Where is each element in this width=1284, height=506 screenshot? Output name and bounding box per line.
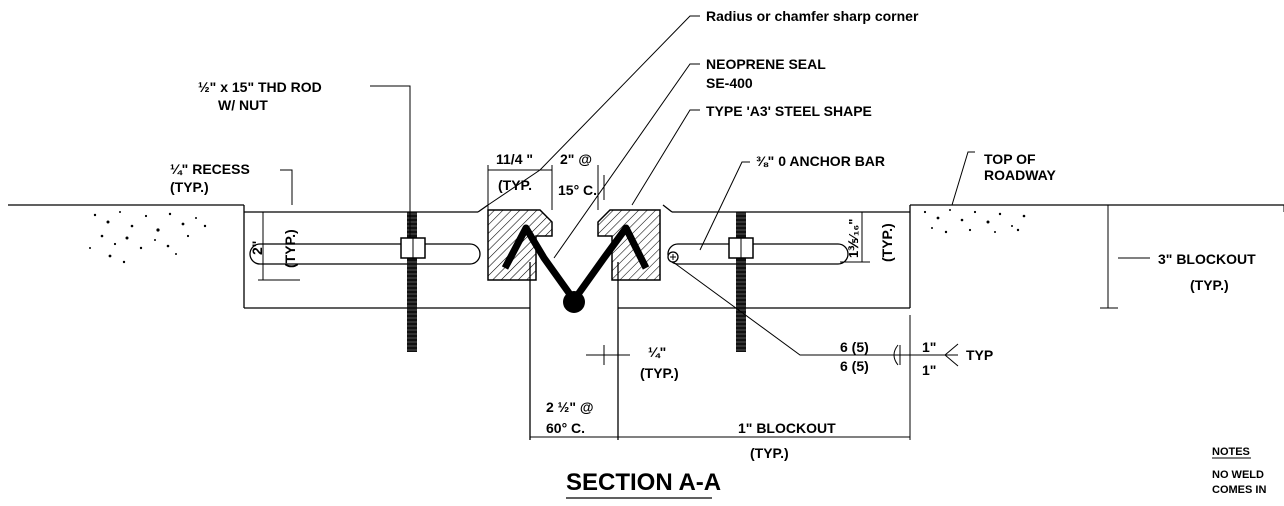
threaded-rod-right	[736, 212, 746, 352]
callout-recess: ¼" RECESS	[170, 161, 250, 177]
weld-tail-typ: TYP	[966, 347, 993, 363]
neoprene-seal-bulb	[563, 291, 585, 313]
dim-15c: 15° C.	[558, 182, 597, 198]
leader-lines	[280, 15, 1150, 356]
callout-recess-typ: (TYP.)	[170, 179, 209, 195]
weld-symbol-circle	[667, 251, 679, 263]
callout-steel-shape: TYPE 'A3' STEEL SHAPE	[706, 103, 872, 119]
callout-anchor-bar: ⅜" 0 ANCHOR BAR	[756, 153, 885, 169]
dimension-lines	[258, 165, 1284, 440]
dim-1-1-4: 11/4 "	[496, 151, 533, 167]
dim-2in: 2"	[249, 241, 265, 255]
callout-neoprene-seal: NEOPRENE SEAL	[706, 56, 826, 72]
callout-rod-nut: W/ NUT	[218, 97, 268, 113]
dim-1in-blockout: 1" BLOCKOUT	[738, 420, 836, 436]
nut-right	[728, 237, 754, 259]
notes-line-2: COMES IN	[1212, 484, 1266, 496]
callout-top-of-roadway: TOP OF	[984, 151, 1036, 167]
dim-2-1-2: 2 ½" @	[546, 399, 594, 415]
dim-60c: 60° C.	[546, 420, 585, 436]
section-title: SECTION A-A	[566, 469, 721, 496]
aggregate-left	[89, 211, 207, 264]
dim-2in-typ: (TYP.)	[282, 229, 298, 268]
dim-1-3-16-typ: (TYP.)	[879, 223, 895, 262]
dim-2in-at: 2" @	[560, 151, 592, 167]
notes-line-1: NO WELD	[1212, 469, 1264, 481]
aggregate-right	[923, 209, 1026, 234]
callout-3in-blockout: 3" BLOCKOUT	[1158, 251, 1256, 267]
notes-heading: NOTES	[1212, 446, 1250, 458]
threaded-rod-left	[407, 212, 417, 352]
weld-length-top: 1"	[922, 339, 936, 355]
weld-top-size: 6 (5)	[840, 339, 869, 355]
callout-3in-blockout-typ: (TYP.)	[1190, 277, 1229, 293]
callout-neoprene-model: SE-400	[706, 75, 753, 91]
anchor-bar-right	[667, 243, 849, 265]
dim-quarter: ¼"	[648, 344, 666, 360]
weld-symbol	[893, 343, 959, 367]
dim-1-1-4-typ: (TYP.	[498, 177, 532, 193]
callout-rod: ½" x 15" THD ROD	[198, 79, 322, 95]
weld-bottom-size: 6 (5)	[840, 358, 869, 374]
dim-1-3-16: 1⅗⁄₁₆"	[846, 219, 861, 258]
dim-1in-blockout-typ: (TYP.)	[750, 445, 789, 461]
steel-shape-right	[597, 209, 661, 281]
callout-radius-chamfer: Radius or chamfer sharp corner	[706, 8, 919, 24]
callout-roadway: ROADWAY	[984, 167, 1056, 183]
dim-quarter-typ: (TYP.)	[640, 365, 679, 381]
weld-length-bottom: 1"	[922, 362, 936, 378]
nut-left	[400, 237, 426, 259]
